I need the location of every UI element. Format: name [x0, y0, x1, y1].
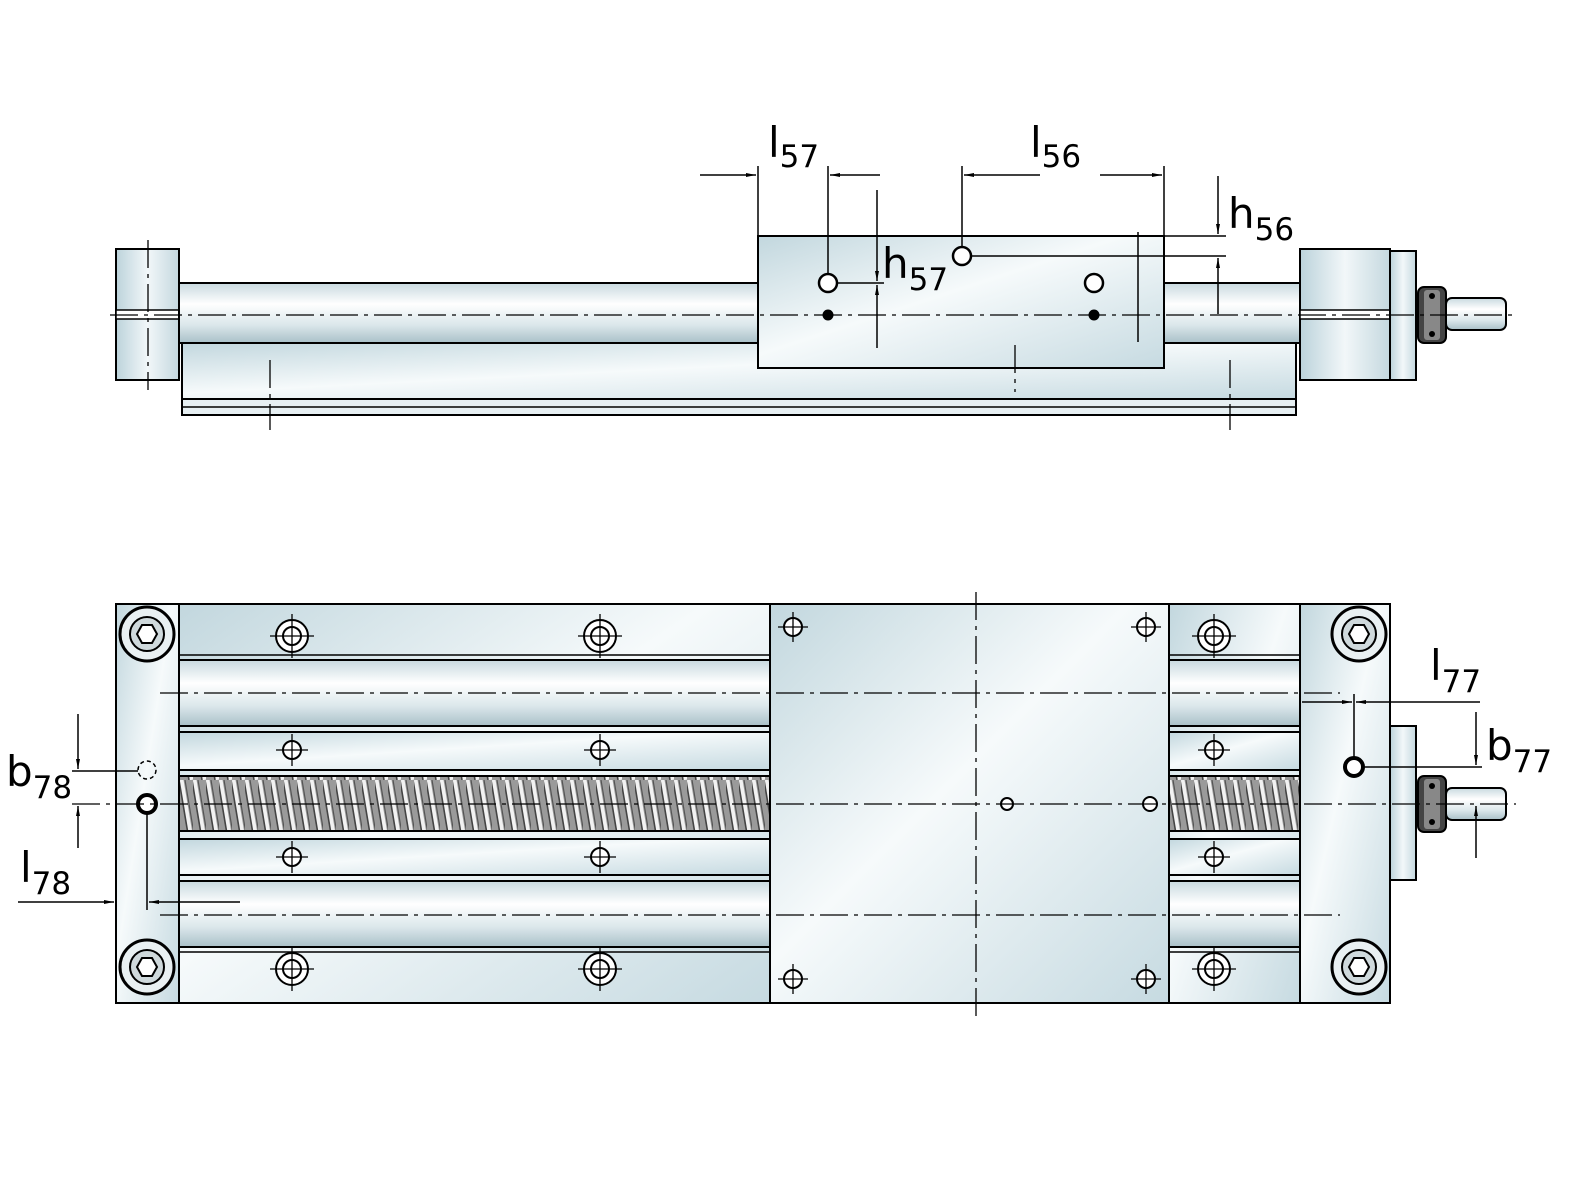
- label-h56: h56: [1228, 189, 1294, 248]
- hex-screw-icon: [118, 938, 176, 996]
- bearing-housing-top: [1389, 725, 1417, 881]
- hex-screw-icon: [118, 605, 176, 663]
- right-pin-hole: [1343, 756, 1365, 778]
- label-l78: l78: [20, 843, 71, 902]
- inner-rail-upper: [178, 731, 771, 771]
- label-l56: l56: [1030, 118, 1081, 175]
- inner-rail-lower: [178, 838, 771, 876]
- top-mount-hole-left: [817, 272, 839, 294]
- hex-screw-icon: [1330, 605, 1388, 663]
- top-view-dimensions: [18, 694, 1482, 910]
- top-mount-hole-right: [1083, 272, 1105, 294]
- side-view-centerlines: [110, 240, 1516, 430]
- left-pin-hole-alt: [137, 760, 157, 780]
- hex-screw-icon: [1330, 938, 1388, 996]
- label-b77: b77: [1486, 721, 1552, 780]
- label-l57: l57: [768, 118, 819, 175]
- corner-screws: [118, 605, 1388, 996]
- drive-shaft: [1445, 297, 1507, 331]
- top-view-centerlines: [72, 592, 1516, 1018]
- top-mount-hole-ref: [951, 245, 973, 267]
- label-h57: h57: [882, 239, 948, 298]
- carriage: [757, 235, 1165, 369]
- lower-guide-rod-top: [178, 880, 771, 948]
- label-l77: l77: [1430, 641, 1481, 700]
- frame-mount-holes: [270, 612, 1236, 994]
- side-view: [115, 232, 1507, 416]
- side-view-dimensions: [700, 166, 1226, 348]
- label-b78: b78: [6, 747, 72, 806]
- dimension-labels: l57 l56 h57 h56 l77 b77 b78 l78: [6, 118, 1552, 902]
